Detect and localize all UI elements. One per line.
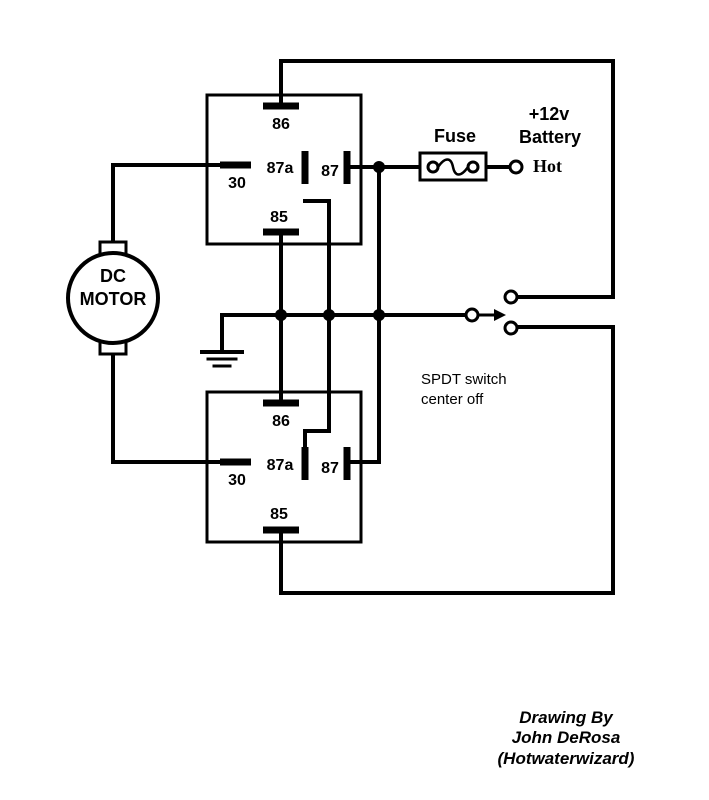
- relay-bottom-pins: [220, 399, 351, 534]
- motor-label-line1: DC: [100, 266, 126, 286]
- relay-bottom-30: 30: [228, 472, 246, 489]
- relay-top-85: 85: [270, 209, 288, 226]
- ground-icon: [200, 350, 244, 368]
- wire-motor-to-30-bottom: [111, 351, 224, 464]
- relay-bottom-87a: 87a: [267, 457, 294, 474]
- wire-85-bottom-to-switch: [279, 325, 615, 595]
- junction-dot: [373, 161, 385, 173]
- relay-top-86: 86: [272, 116, 290, 133]
- switch-label-line2: center off: [421, 391, 484, 408]
- battery-label: Battery: [519, 127, 581, 147]
- junction-dot: [323, 309, 335, 321]
- switch-label-line1: SPDT switch: [421, 371, 507, 388]
- relay-top-30: 30: [228, 175, 246, 192]
- relay-bottom-87: 87: [321, 460, 339, 477]
- fuse-label: Fuse: [434, 126, 476, 146]
- wire-ground: [220, 313, 381, 354]
- dc-motor-icon: [66, 240, 160, 356]
- junctions: [275, 161, 385, 321]
- hot-terminal-icon: [508, 159, 524, 175]
- junction-dot: [373, 309, 385, 321]
- wire-motor-to-30-top: [111, 163, 224, 247]
- relay-top-box: [205, 93, 363, 246]
- wire-87a-bottom: [303, 313, 331, 449]
- junction-dot: [275, 309, 287, 321]
- battery-voltage: +12v: [529, 104, 570, 124]
- credit-line1: Drawing By: [519, 708, 614, 727]
- fuse-icon: [418, 151, 488, 182]
- relay-bottom-box: [205, 390, 363, 544]
- relay-top-pins: [220, 102, 351, 236]
- wire-86-top-to-switch: [279, 59, 615, 299]
- relay-bottom-85: 85: [270, 506, 288, 523]
- battery-hot-label: Hot: [533, 156, 562, 176]
- relay-bottom-86: 86: [272, 413, 290, 430]
- relay-top-87: 87: [321, 163, 339, 180]
- spdt-switch-icon: [464, 289, 519, 336]
- relay-top-87a: 87a: [267, 160, 294, 177]
- wire-87a-top: [303, 199, 331, 317]
- motor-label-line2: MOTOR: [80, 289, 147, 309]
- credit-line3: (Hotwaterwizard): [498, 749, 635, 768]
- credit-line2: John DeRosa: [512, 728, 621, 747]
